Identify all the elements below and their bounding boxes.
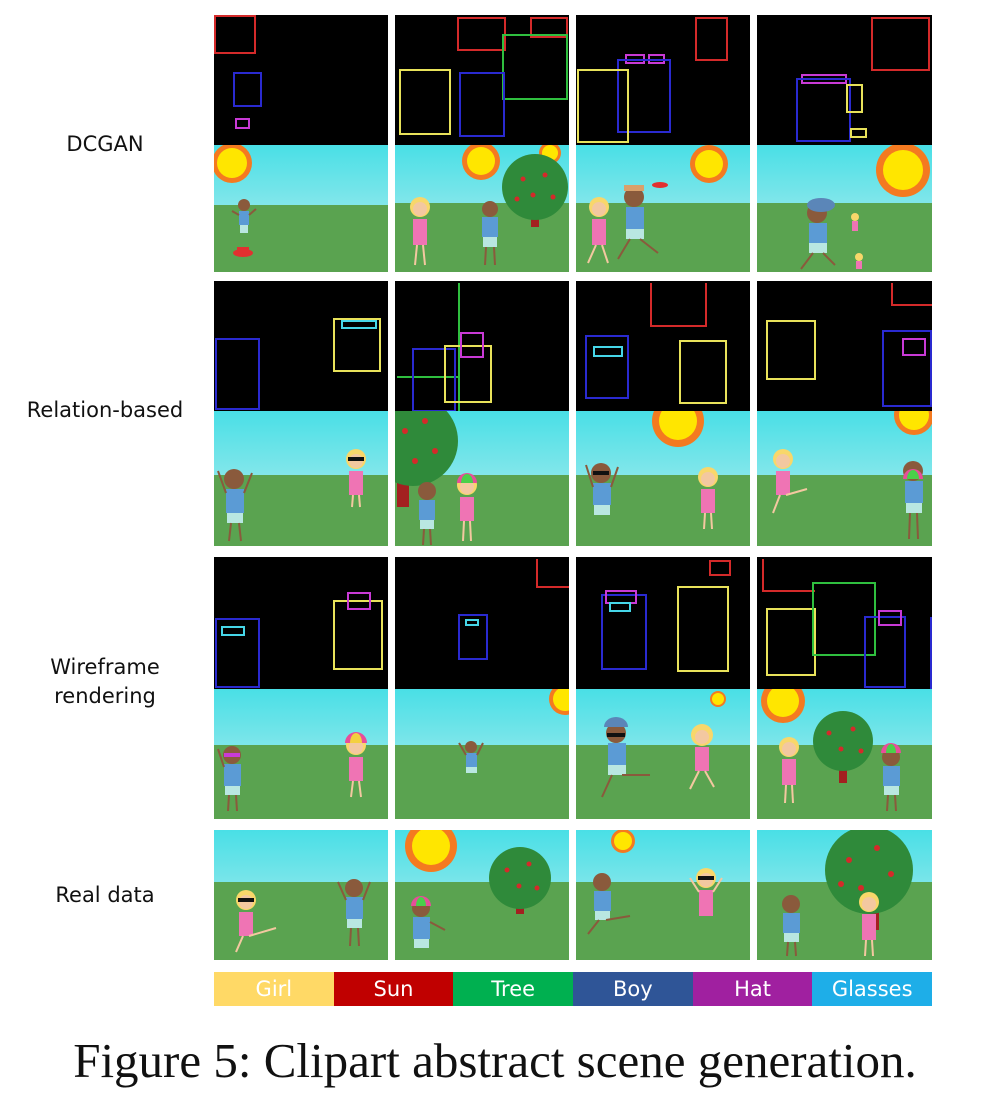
grass bbox=[395, 745, 569, 819]
boy-icon bbox=[587, 873, 631, 935]
boy-icon bbox=[882, 748, 900, 812]
glasses-icon bbox=[607, 733, 625, 737]
dcgan-wireframe-2 bbox=[395, 15, 569, 145]
relation-scene-4 bbox=[757, 411, 932, 546]
legend-hat: Hat bbox=[692, 972, 813, 1006]
sun-icon bbox=[405, 830, 457, 872]
legend-glasses: Glasses bbox=[812, 972, 933, 1006]
girl-icon bbox=[698, 467, 718, 530]
sun-icon bbox=[690, 145, 728, 183]
relation-scene-3 bbox=[576, 411, 750, 546]
hat-icon bbox=[604, 717, 628, 727]
wireframe-scene-3 bbox=[576, 689, 750, 819]
row-label-dcgan: DCGAN bbox=[66, 132, 144, 156]
legend-boy: Boy bbox=[573, 972, 693, 1006]
boy-icon bbox=[412, 899, 446, 948]
hat-icon bbox=[807, 198, 835, 212]
dcgan-wireframe-1 bbox=[214, 15, 388, 145]
grass bbox=[757, 203, 932, 272]
girl-icon bbox=[779, 737, 799, 804]
hat-icon bbox=[345, 732, 367, 743]
dcgan-scene-4 bbox=[757, 145, 932, 272]
dcgan-wireframe-3 bbox=[576, 15, 750, 145]
relation-wireframe-1 bbox=[214, 281, 388, 411]
girl-icon bbox=[772, 449, 808, 514]
boy-icon bbox=[458, 741, 484, 773]
relation-wireframe-2 bbox=[395, 281, 569, 411]
boy-icon bbox=[782, 895, 800, 957]
sun-icon bbox=[894, 411, 932, 435]
tree-icon bbox=[502, 154, 568, 227]
boy-icon bbox=[231, 199, 257, 233]
glasses-icon bbox=[348, 457, 364, 461]
wireframe-wireframe-3 bbox=[576, 557, 750, 689]
row-label-line1: Wireframe bbox=[50, 655, 160, 679]
real-scene-4 bbox=[757, 830, 932, 960]
legend-sun: Sun bbox=[333, 972, 454, 1006]
tree-icon bbox=[813, 711, 873, 783]
girl-icon bbox=[859, 892, 879, 957]
hat-icon bbox=[903, 469, 923, 479]
boy-icon bbox=[617, 187, 659, 260]
girl-icon bbox=[851, 213, 863, 269]
hat-icon bbox=[881, 743, 901, 753]
boy-icon bbox=[585, 463, 619, 515]
wireframe-wireframe-1 bbox=[214, 557, 388, 689]
row-label-real-data: Real data bbox=[55, 883, 155, 907]
boy-icon bbox=[217, 469, 253, 542]
sun-icon bbox=[876, 145, 930, 197]
row-label-wireframe-rendering: Wireframe rendering bbox=[0, 653, 210, 712]
girl-icon bbox=[410, 197, 430, 266]
wireframe-wireframe-4 bbox=[757, 557, 932, 689]
hat-icon bbox=[457, 473, 477, 483]
dcgan-scene-3 bbox=[576, 145, 750, 272]
dcgan-scene-1 bbox=[214, 145, 388, 272]
glasses-icon bbox=[593, 471, 609, 475]
wireframe-wireframe-2 bbox=[395, 557, 569, 689]
sun-icon bbox=[611, 830, 635, 853]
sun-icon bbox=[710, 691, 726, 707]
real-scene-3 bbox=[576, 830, 750, 960]
glasses-icon bbox=[698, 876, 714, 880]
real-scene-1 bbox=[214, 830, 388, 960]
real-scene-2 bbox=[395, 830, 569, 960]
boy-icon bbox=[217, 746, 241, 812]
sun-icon bbox=[652, 411, 704, 447]
legend-tree: Tree bbox=[453, 972, 574, 1006]
hat-icon bbox=[233, 247, 253, 257]
boy-icon bbox=[418, 482, 436, 546]
grass bbox=[576, 745, 750, 819]
relation-wireframe-4 bbox=[757, 281, 932, 411]
sun-icon bbox=[549, 689, 569, 715]
girl-icon bbox=[689, 724, 715, 790]
wireframe-scene-4 bbox=[757, 689, 932, 819]
figure-caption: Figure 5: Clipart abstract scene generat… bbox=[73, 1033, 917, 1088]
dcgan-scene-2 bbox=[395, 145, 569, 272]
glasses-icon bbox=[238, 898, 254, 902]
legend-girl: Girl bbox=[214, 972, 334, 1006]
boy-icon bbox=[337, 879, 371, 947]
row-label-relation-based: Relation-based bbox=[26, 398, 184, 422]
glasses-icon bbox=[224, 753, 240, 757]
color-legend: Girl Sun Tree Boy Hat Glasses bbox=[214, 972, 933, 1006]
dcgan-wireframe-4 bbox=[757, 15, 932, 145]
girl-icon bbox=[689, 868, 723, 916]
hat-icon bbox=[624, 182, 668, 191]
row-label-line2: rendering bbox=[54, 684, 156, 709]
sun-icon bbox=[214, 145, 252, 183]
wireframe-scene-2 bbox=[395, 689, 569, 819]
relation-scene-2 bbox=[395, 411, 569, 546]
hat-icon bbox=[411, 896, 431, 906]
sun-icon bbox=[761, 689, 805, 723]
relation-wireframe-3 bbox=[576, 281, 750, 411]
girl-icon bbox=[346, 735, 366, 798]
boy-icon bbox=[482, 201, 498, 266]
girl-icon bbox=[587, 197, 609, 264]
girl-icon bbox=[457, 475, 477, 542]
wireframe-scene-1 bbox=[214, 689, 388, 819]
tree-icon bbox=[489, 847, 551, 914]
relation-scene-1 bbox=[214, 411, 388, 546]
tree-icon bbox=[395, 411, 458, 507]
boy-icon bbox=[800, 203, 836, 270]
